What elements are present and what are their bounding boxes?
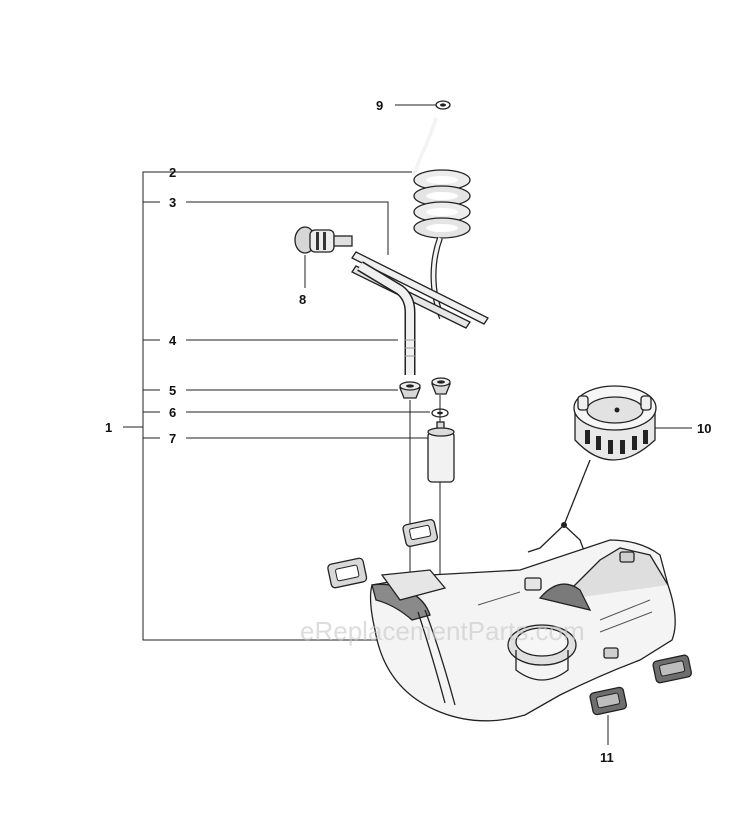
callout-1: 1 xyxy=(105,420,112,435)
fuel-filter-part xyxy=(427,421,455,483)
callout-9: 9 xyxy=(376,98,383,113)
fuel-cap-part xyxy=(527,385,657,557)
clamp-ring-part xyxy=(435,100,451,110)
coiled-fuel-hose-part xyxy=(412,117,471,320)
leader-lines xyxy=(123,104,692,745)
callout-5: 5 xyxy=(169,383,176,398)
straight-hose-part xyxy=(351,251,489,329)
callout-8: 8 xyxy=(299,292,306,307)
fuel-cap-ribs xyxy=(585,430,648,454)
bracket-line-1 xyxy=(142,171,440,641)
callout-4: 4 xyxy=(169,333,177,348)
callout-2: 2 xyxy=(169,165,176,180)
bent-hose-part xyxy=(357,261,416,375)
grommet-part xyxy=(399,377,451,399)
callout-10: 10 xyxy=(697,421,711,436)
leader-3 xyxy=(186,201,389,255)
callout-6: 6 xyxy=(169,405,176,420)
callout-7: 7 xyxy=(169,431,176,446)
callout-11: 11 xyxy=(600,750,614,765)
fuel-tank-part xyxy=(369,539,676,722)
hose-clip-part xyxy=(431,408,449,418)
callout-labels: 1 2 3 4 5 6 7 8 9 10 11 xyxy=(105,98,711,765)
watermark-text: eReplacementParts.com xyxy=(300,616,585,646)
vent-valve-part xyxy=(294,226,353,254)
rubber-buffer-parts xyxy=(327,518,693,716)
callout-3: 3 xyxy=(169,195,176,210)
